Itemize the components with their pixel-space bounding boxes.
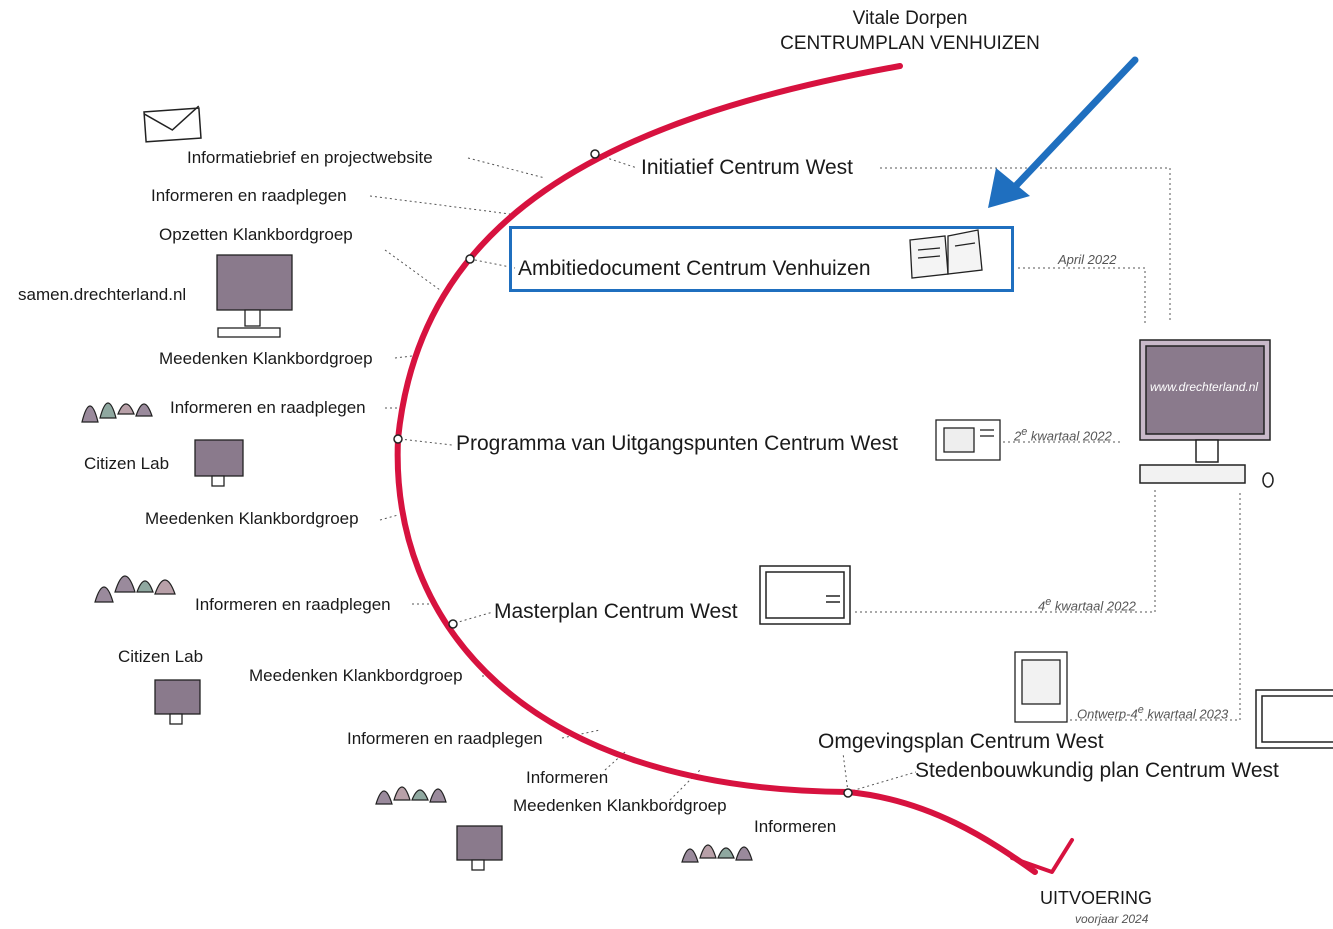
envelope-icon <box>143 105 202 143</box>
computer-icon-samen <box>216 254 293 338</box>
date-kw2: 2e kwartaal 2022 <box>1014 426 1112 444</box>
label-citizenlab-2: Citizen Lab <box>118 647 204 666</box>
timeline-arrowhead <box>1010 838 1074 874</box>
pointer-arrow <box>988 56 1139 208</box>
label-meedenken-1: Meedenken Klankbordgroep <box>159 349 373 368</box>
document-icon-masterplan <box>759 565 851 625</box>
document-icon-pvu <box>935 419 1001 461</box>
date-kw4: 4e kwartaal 2022 <box>1038 596 1136 614</box>
connector-lines <box>369 153 1241 801</box>
label-informeren-2: Informeren en raadplegen <box>170 398 366 417</box>
label-opzetten: Opzetten Klankbordgroep <box>159 225 353 244</box>
label-meedenken-2: Meedenken Klankbordgroep <box>145 509 359 528</box>
label-meedenken-3: Meedenken Klankbordgroep <box>249 666 463 685</box>
document-icon-ontwerp <box>1014 651 1068 723</box>
milestone-stedenbouw: Stedenbouwkundig plan Centrum West <box>915 759 1279 782</box>
label-informatiebrief: Informatiebrief en projectwebsite <box>187 148 433 167</box>
computer-icon-bottom <box>456 825 503 871</box>
label-informeren-5: Informeren <box>526 768 609 787</box>
date-april: April 2022 <box>1058 252 1117 267</box>
website-label: www.drechterland.nl <box>1150 380 1259 394</box>
computer-icon-citizenlab-2 <box>154 679 201 725</box>
title-line-2: CENTRUMPLAN VENHUIZEN <box>780 33 1040 54</box>
people-icon-3 <box>375 786 447 805</box>
label-samen: samen.drechterland.nl <box>18 285 187 304</box>
label-informeren-6: Informeren <box>754 817 837 836</box>
document-icon-stedenbouw <box>1255 689 1333 749</box>
date-ontwerp: Ontwerp-4e kwartaal 2023 <box>1077 704 1229 722</box>
milestone-ambitie: Ambitiedocument Centrum Venhuizen <box>518 257 871 280</box>
highlight-box <box>509 226 1014 292</box>
label-informeren-4: Informeren en raadplegen <box>347 729 543 748</box>
milestone-omgevingsplan: Omgevingsplan Centrum West <box>818 730 1104 753</box>
book-icon <box>909 229 983 279</box>
end-label: UITVOERING <box>1040 888 1153 908</box>
label-informeren-1: Informeren en raadplegen <box>151 186 347 205</box>
label-meedenken-4: Meedenken Klankbordgroep <box>513 796 727 815</box>
computer-icon-large <box>1139 339 1274 488</box>
people-icon-4 <box>681 844 753 863</box>
people-icon-2 <box>94 575 176 603</box>
end-sublabel: voorjaar 2024 <box>1075 912 1149 926</box>
people-icon-1 <box>81 402 153 423</box>
label-citizenlab-1: Citizen Lab <box>84 454 170 473</box>
title-line-1: Vitale Dorpen <box>852 8 968 29</box>
label-informeren-3: Informeren en raadplegen <box>195 595 391 614</box>
diagram-title: Vitale Dorpen CENTRUMPLAN VENHUIZEN <box>760 6 1060 56</box>
milestone-masterplan: Masterplan Centrum West <box>494 600 738 623</box>
milestone-initiatief: Initiatief Centrum West <box>641 156 854 179</box>
timeline-curve <box>394 63 1038 875</box>
milestone-dots <box>393 149 853 798</box>
milestone-pvu: Programma van Uitgangspunten Centrum Wes… <box>456 432 898 455</box>
computer-icon-citizenlab-1 <box>194 439 244 487</box>
